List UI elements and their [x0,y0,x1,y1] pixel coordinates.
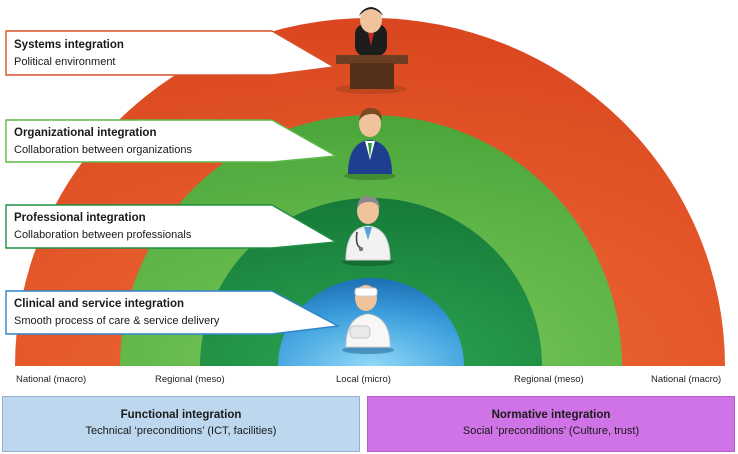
professional-callout-shape [5,204,339,249]
callout-subtitle: Collaboration between organizations [14,144,192,156]
patient-icon [342,285,394,354]
callout-subtitle: Collaboration between professionals [14,229,192,241]
organizational-callout-shape [5,119,339,163]
systems-callout-shape [5,30,337,76]
callout-subtitle: Smooth process of care & service deliver… [14,315,220,327]
clinical-callout-shape [5,290,341,335]
callout-title: Professional integration [14,212,146,224]
axis-label-local: Local (micro) [336,374,391,385]
normative-integration-box: Normative integration Social ‘preconditi… [367,396,735,452]
callout-subtitle: Political environment [14,56,116,68]
callout-title: Organizational integration [14,127,157,139]
doctor-icon [342,195,394,266]
manager-icon [344,107,396,180]
politician-at-podium-icon [335,7,408,94]
box-title: Functional integration [120,409,242,421]
axis-label-national-right: National (macro) [651,374,722,385]
axis-label-regional-right: Regional (meso) [514,374,584,385]
axis-label-national-left: National (macro) [16,374,87,385]
callout-title: Systems integration [14,39,124,51]
callout-title: Clinical and service integration [14,298,184,310]
functional-integration-box: Functional integration Technical ‘precon… [2,396,360,452]
box-title: Normative integration [491,409,611,421]
box-subtitle: Social ‘preconditions’ (Culture, trust) [462,425,640,437]
axis-label-regional-left: Regional (meso) [155,374,225,385]
box-subtitle: Technical ‘preconditions’ (ICT, faciliti… [85,425,277,437]
